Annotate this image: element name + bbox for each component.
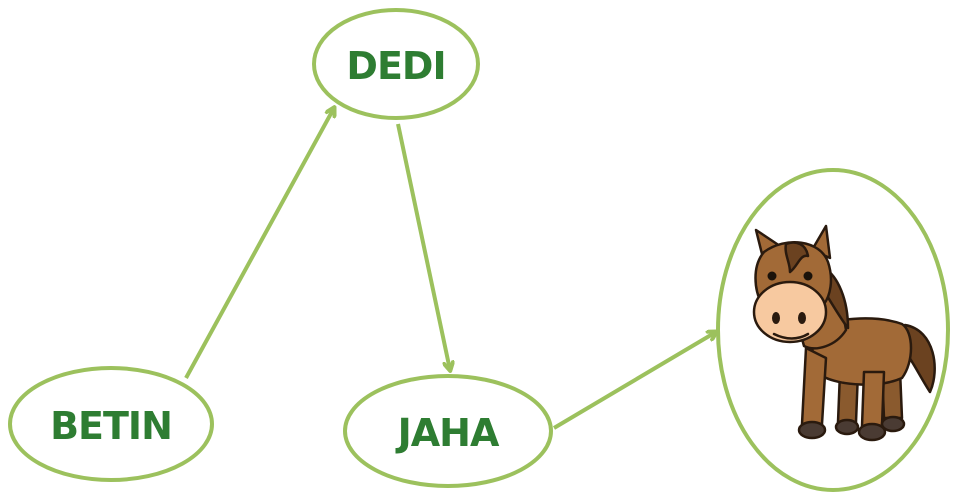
horse-icon — [752, 224, 936, 442]
node-dedi-label: DEDI — [346, 44, 445, 88]
node-horse — [716, 168, 950, 492]
node-betin-outline — [8, 366, 214, 482]
arrow-jaha-to-horse — [552, 332, 716, 430]
node-betin-label: BETIN — [50, 404, 172, 448]
arrow-dedi-to-jaha — [396, 123, 450, 370]
node-jaha-label: JAHA — [395, 411, 500, 455]
arrow-betin-to-dedi — [184, 108, 334, 379]
node-betin: BETIN — [8, 366, 214, 482]
node-dedi: DEDI — [312, 8, 480, 120]
node-jaha: JAHA — [343, 374, 553, 488]
node-dedi-outline — [312, 8, 480, 120]
node-jaha-outline — [343, 374, 553, 488]
